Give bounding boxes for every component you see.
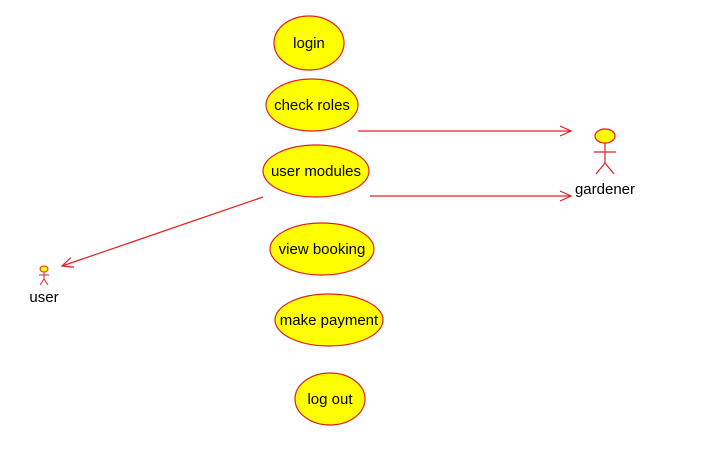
use-case-user-modules[interactable]: user modules [262,144,370,198]
use-case-view-booking[interactable]: view booking [269,222,375,276]
use-case-label: view booking [279,241,366,258]
actor-gardener[interactable]: gardener [575,128,635,198]
use-case-label: check roles [274,97,350,114]
actor-user[interactable]: user [29,265,59,306]
association-user-modules-user [60,196,264,268]
actor-label: user [29,289,58,306]
use-case-label: login [293,35,325,52]
use-case-label: make payment [280,312,379,329]
use-case-check-roles[interactable]: check roles [265,78,359,132]
use-case-login[interactable]: login [273,15,345,71]
use-case-log-out[interactable]: log out [294,372,366,426]
use-case-make-payment[interactable]: make payment [274,293,384,347]
use-case-label: user modules [271,163,361,180]
actor-label: gardener [575,181,635,198]
use-case-label: log out [307,391,353,408]
stick-figure-icon [39,265,49,286]
stick-figure-icon [594,128,616,175]
